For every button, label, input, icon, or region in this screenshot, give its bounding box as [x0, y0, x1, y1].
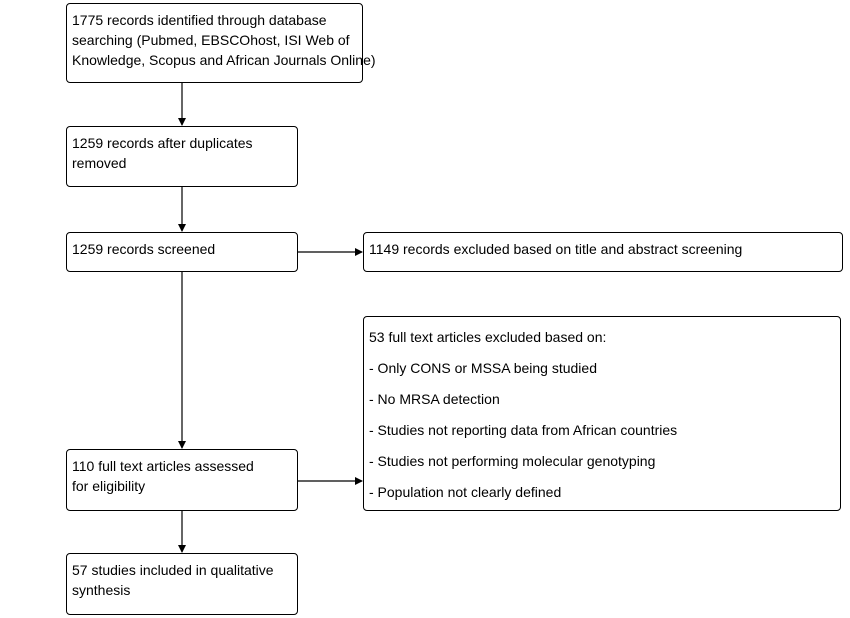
exclusion-reason: - Studies not performing molecular genot…: [369, 453, 656, 469]
box-text-line: 110 full text articles assessed: [72, 458, 254, 474]
exclusion-heading: 53 full text articles excluded based on:: [369, 329, 607, 345]
eligibility-assessed-box: 110 full text articles assessed for elig…: [66, 449, 298, 511]
exclusion-reason: - Studies not reporting data from Africa…: [369, 422, 678, 438]
fulltext-excluded-box: 53 full text articles excluded based on:…: [363, 316, 841, 511]
exclusion-reason: - No MRSA detection: [369, 391, 500, 407]
studies-included-box: 57 studies included in qualitative synth…: [66, 553, 298, 615]
box-text-line: searching (Pubmed, EBSCOhost, ISI Web of: [72, 32, 350, 48]
exclusion-reason: - Population not clearly defined: [369, 484, 562, 500]
box-text-line: 1775 records identified through database: [72, 12, 327, 28]
box-text-line: 57 studies included in qualitative: [72, 562, 274, 578]
box-text-line: Knowledge, Scopus and African Journals O…: [72, 52, 376, 68]
duplicates-removed-box: 1259 records after duplicates removed: [66, 126, 298, 187]
excluded-screening-box: 1149 records excluded based on title and…: [363, 232, 843, 272]
box-text-line: for eligibility: [72, 478, 146, 494]
box-text-line: removed: [72, 155, 127, 171]
records-screened-box: 1259 records screened: [66, 232, 298, 272]
box-text-line: 1149 records excluded based on title and…: [369, 241, 743, 257]
exclusion-reason: - Only CONS or MSSA being studied: [369, 360, 597, 376]
records-identified-box: 1775 records identified through database…: [66, 3, 376, 83]
box-text-line: synthesis: [72, 582, 131, 598]
box-text-line: 1259 records after duplicates: [72, 135, 253, 151]
box-text-line: 1259 records screened: [72, 241, 216, 257]
